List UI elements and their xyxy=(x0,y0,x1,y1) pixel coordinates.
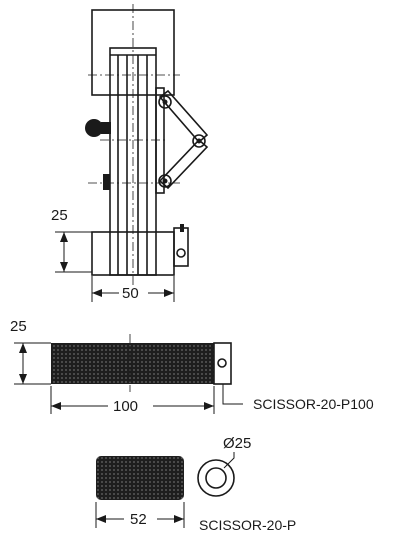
pad-p-textured-surface xyxy=(96,456,184,500)
gripper-scissor-linkage xyxy=(158,89,209,190)
gripper-adjust-knob xyxy=(85,119,111,190)
pad-p100-leader xyxy=(222,384,243,405)
dimension-height-25 xyxy=(55,231,92,273)
pad-p100-drawing xyxy=(51,334,232,392)
dimension-diameter-25-label: Ø25 xyxy=(223,435,251,452)
pad-p100-end-cap xyxy=(213,342,232,385)
dimension-pad-length-52 xyxy=(95,502,185,528)
pad-p-label: SCISSOR-20-P xyxy=(199,517,296,533)
gripper-base-clamp xyxy=(173,224,189,267)
dimension-pad-length-100 xyxy=(50,386,215,414)
dimension-width-50 xyxy=(91,276,175,302)
dimension-pad-length-52-label: 52 xyxy=(130,511,147,528)
dimension-pad-height-25 xyxy=(14,342,51,385)
pad-p100-textured-surface xyxy=(51,343,214,384)
dimension-height-25-label: 25 xyxy=(51,207,68,224)
pad-p-end-view xyxy=(197,452,235,497)
pad-p-drawing xyxy=(96,456,184,500)
dimension-pad-height-25-label: 25 xyxy=(10,318,27,335)
dimension-width-50-label: 50 xyxy=(122,285,139,302)
dimension-pad-length-100-label: 100 xyxy=(113,398,138,415)
gripper-front-view xyxy=(85,4,209,285)
gripper-side-plate xyxy=(155,87,165,194)
pad-p100-label: SCISSOR-20-P100 xyxy=(253,396,374,412)
